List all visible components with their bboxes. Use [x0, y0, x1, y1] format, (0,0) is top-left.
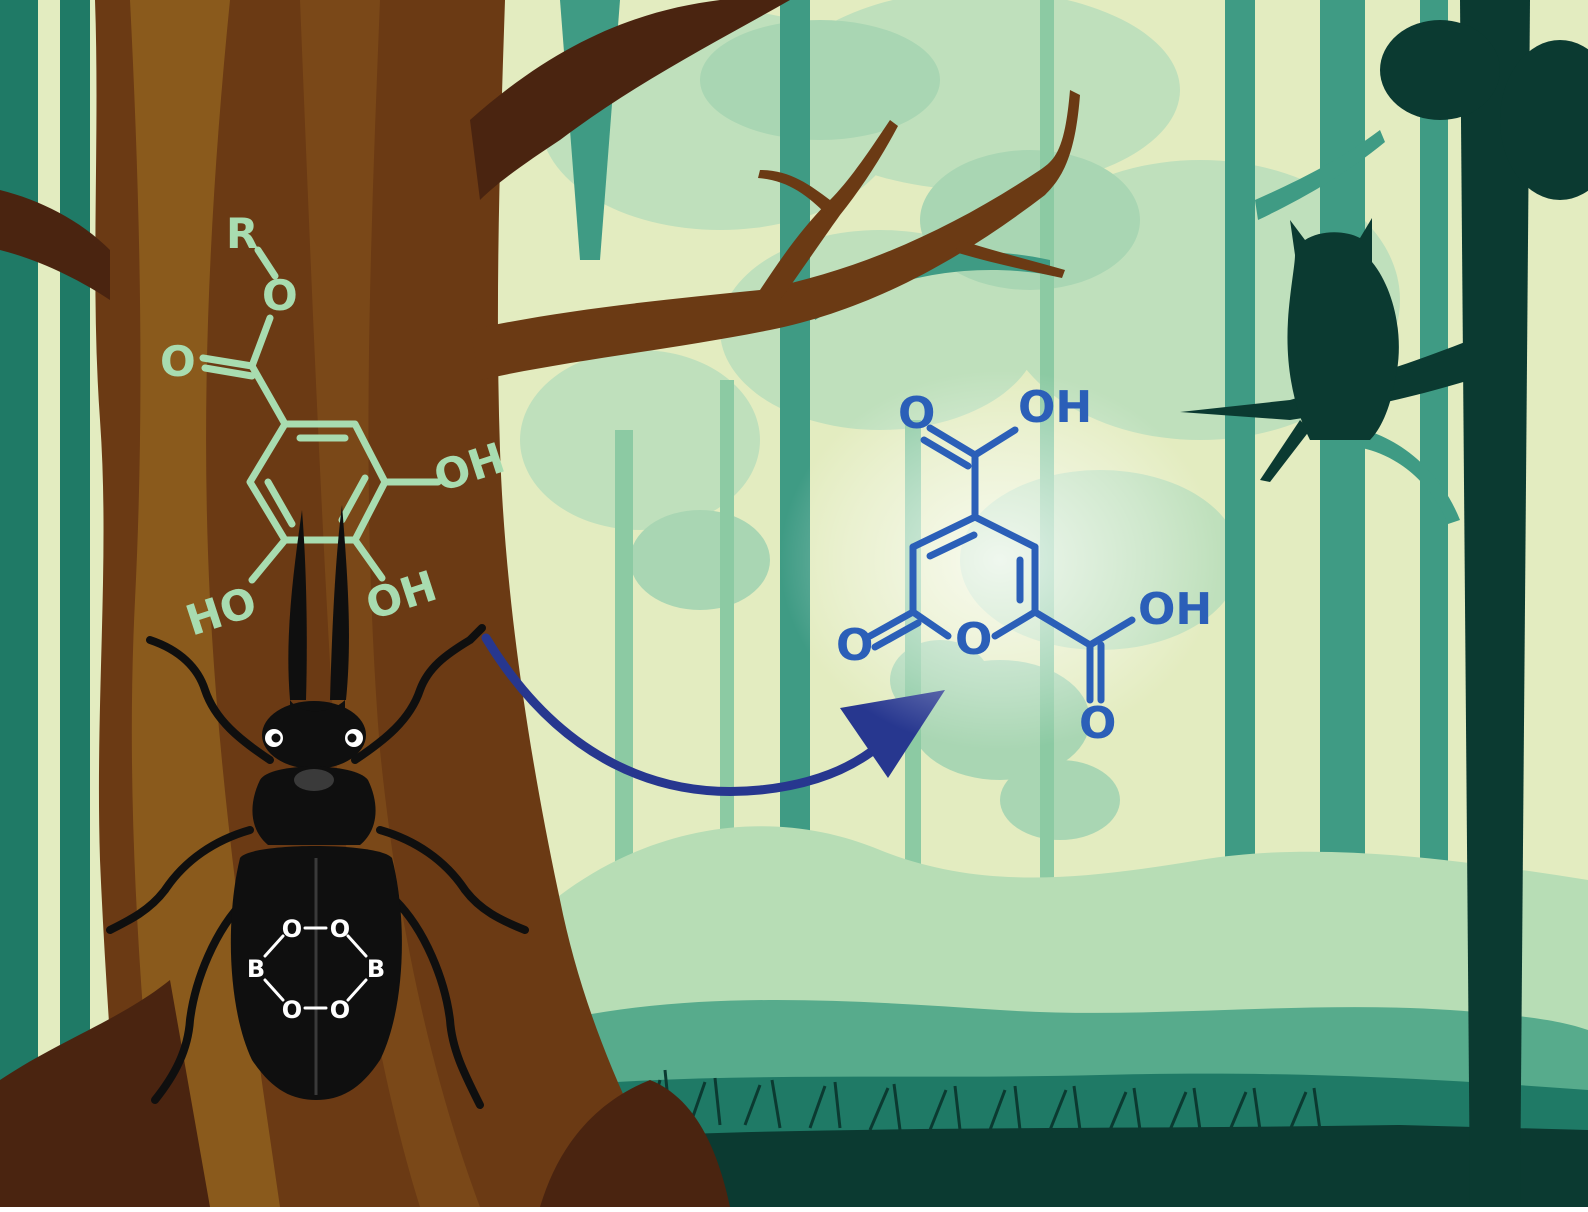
- owl-silhouette: [1260, 218, 1399, 482]
- product-labels: O OH OH O O O: [836, 382, 1212, 749]
- product-glow: [780, 370, 1220, 750]
- gallate-carbonyl-o-label: O: [160, 337, 196, 386]
- product-cooh-top-o-label: O: [898, 388, 935, 439]
- right-foreground-tree: [1180, 0, 1588, 1207]
- boron-oxygen-ring: [263, 926, 368, 1010]
- gallate-ester-structure: [199, 246, 442, 584]
- product-cooh-right-o-label: O: [1079, 698, 1116, 749]
- b-left-label: B: [247, 955, 265, 983]
- boron-oxygen-labels: B B O O O O: [247, 915, 385, 1024]
- o-bottom-right-label: O: [330, 996, 350, 1024]
- product-lactone-o-label: O: [836, 620, 873, 671]
- o-bottom-left-label: O: [282, 996, 302, 1024]
- product-cooh-right-oh-label: OH: [1138, 584, 1212, 635]
- o-top-right-label: O: [330, 915, 350, 943]
- product-ring-o-label: O: [955, 614, 992, 665]
- b-right-label: B: [367, 955, 385, 983]
- product-cooh-top-oh-label: OH: [1018, 382, 1092, 433]
- o-top-left-label: O: [282, 915, 302, 943]
- gallate-ester-o-label: O: [262, 271, 298, 320]
- ground-shadow: [560, 1125, 1588, 1207]
- beetle: [106, 505, 529, 1109]
- pyrone-dicarboxylic-acid-structure: [866, 424, 1136, 704]
- left-forest-trees: [0, 0, 90, 1100]
- gallate-r-label: R: [226, 209, 258, 258]
